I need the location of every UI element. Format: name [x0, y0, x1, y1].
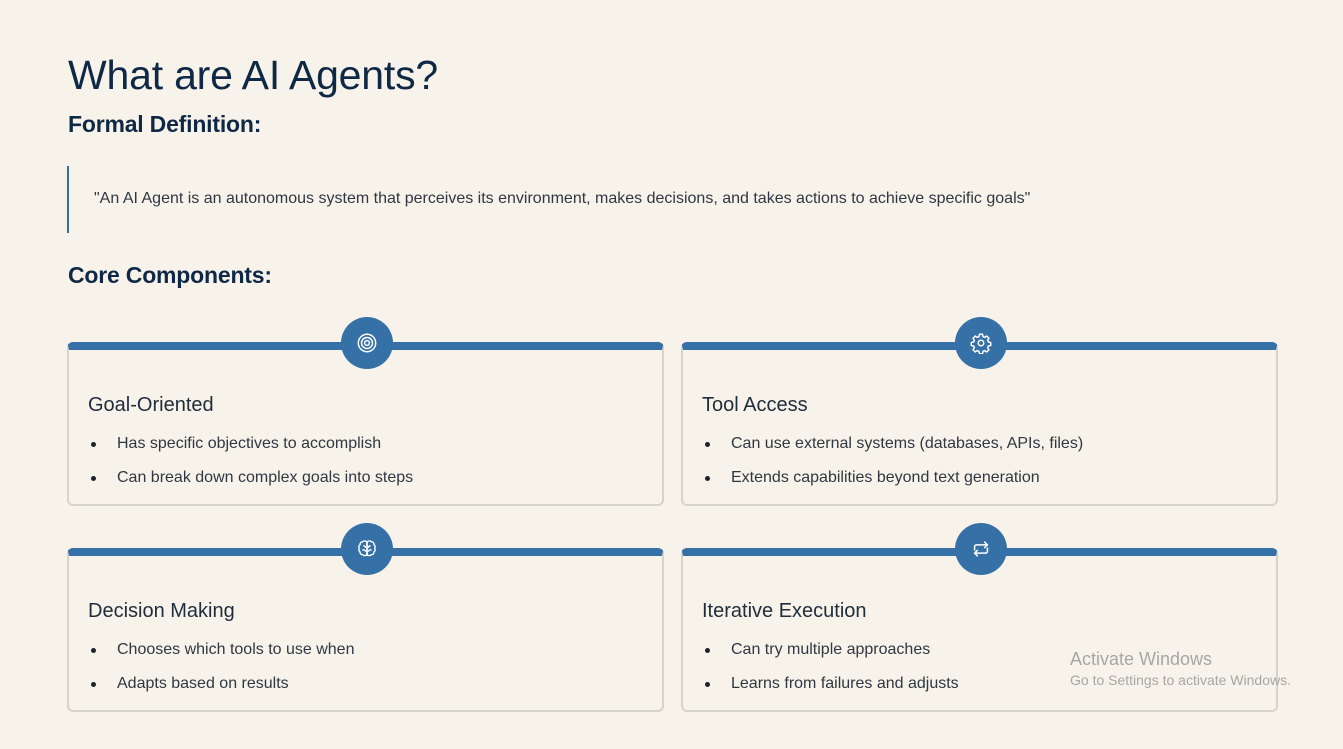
target-icon — [341, 317, 393, 369]
bullet-icon — [705, 442, 710, 447]
card-bullet-list: Can try multiple approaches Learns from … — [702, 641, 959, 709]
bullet-icon — [91, 682, 96, 687]
bullet-text: Can use external systems (databases, API… — [731, 435, 1084, 452]
bullet-icon — [91, 648, 96, 653]
activate-windows-watermark: Activate Windows Go to Settings to activ… — [1070, 648, 1291, 690]
bullet-text: Chooses which tools to use when — [117, 641, 355, 658]
bullet-icon — [705, 648, 710, 653]
bullet-icon — [91, 442, 96, 447]
card-title: Iterative Execution — [702, 600, 867, 622]
list-item: Adapts based on results — [88, 675, 354, 709]
bullet-text: Can try multiple approaches — [731, 641, 931, 658]
component-card-goal-oriented: Goal-Oriented Has specific objectives to… — [67, 317, 664, 506]
definition-quote: "An AI Agent is an autonomous system tha… — [67, 166, 1167, 233]
repeat-icon — [955, 523, 1007, 575]
watermark-subtitle: Go to Settings to activate Windows. — [1070, 672, 1291, 688]
watermark-title: Activate Windows — [1070, 649, 1213, 669]
bullet-text: Has specific objectives to accomplish — [117, 435, 382, 452]
bullet-icon — [705, 476, 710, 481]
component-card-iterative-execution: Iterative Execution Can try multiple app… — [681, 523, 1278, 712]
component-card-decision-making: Decision Making Chooses which tools to u… — [67, 523, 664, 712]
bullet-icon — [705, 682, 710, 687]
list-item: Extends capabilities beyond text generat… — [702, 469, 1083, 503]
card-title: Decision Making — [88, 600, 235, 622]
card-bullet-list: Has specific objectives to accomplish Ca… — [88, 435, 413, 503]
bullet-text: Learns from failures and adjusts — [731, 675, 959, 692]
list-item: Learns from failures and adjusts — [702, 675, 959, 709]
component-card-tool-access: Tool Access Can use external systems (da… — [681, 317, 1278, 506]
card-bullet-list: Can use external systems (databases, API… — [702, 435, 1083, 503]
bullet-text: Extends capabilities beyond text generat… — [731, 469, 1040, 486]
formal-definition-heading: Formal Definition: — [68, 111, 262, 137]
bullet-icon — [91, 476, 96, 481]
bullet-text: Can break down complex goals into steps — [117, 469, 414, 486]
list-item: Can try multiple approaches — [702, 641, 959, 675]
gear-icon — [955, 317, 1007, 369]
card-title: Tool Access — [702, 394, 808, 416]
definition-quote-text: "An AI Agent is an autonomous system tha… — [94, 190, 1031, 207]
list-item: Can use external systems (databases, API… — [702, 435, 1083, 469]
list-item: Has specific objectives to accomplish — [88, 435, 413, 469]
core-components-heading: Core Components: — [68, 262, 272, 288]
brain-icon — [341, 523, 393, 575]
card-bullet-list: Chooses which tools to use when Adapts b… — [88, 641, 354, 709]
list-item: Can break down complex goals into steps — [88, 469, 413, 503]
list-item: Chooses which tools to use when — [88, 641, 354, 675]
card-title: Goal-Oriented — [88, 394, 214, 416]
bullet-text: Adapts based on results — [117, 675, 289, 692]
page-title: What are AI Agents? — [68, 52, 438, 98]
